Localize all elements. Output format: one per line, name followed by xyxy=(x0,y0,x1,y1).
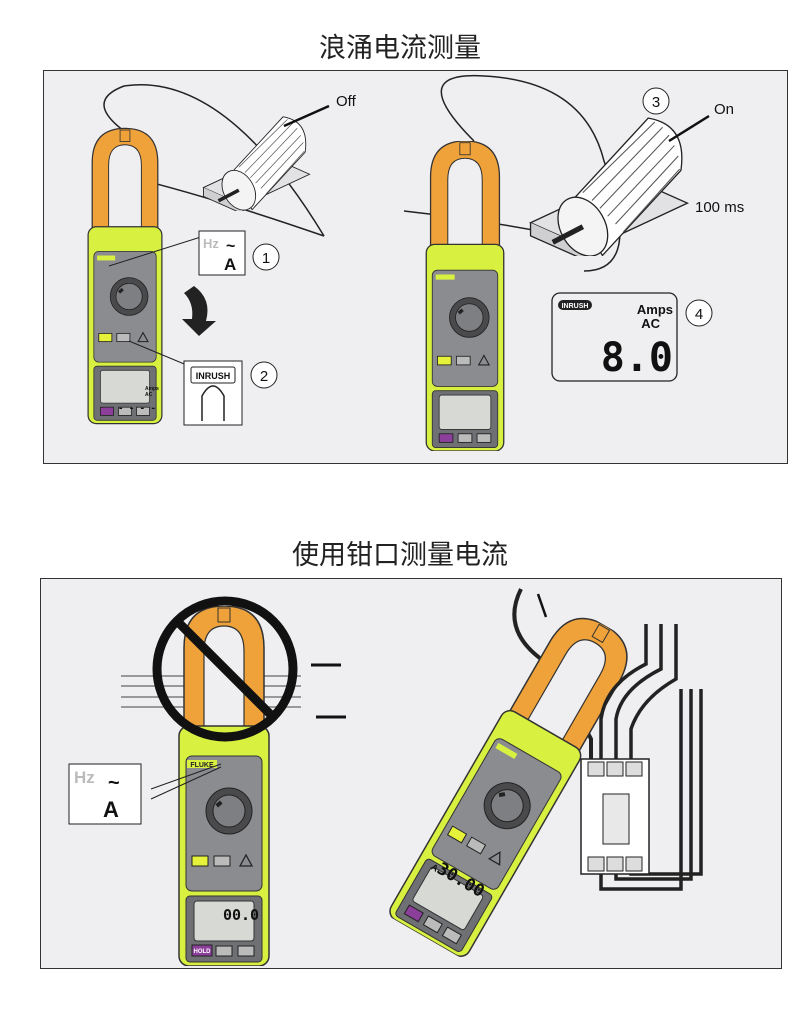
brand-logo: FLUKE xyxy=(190,762,214,769)
function-callout xyxy=(198,230,246,276)
hz-label: Hz xyxy=(74,768,95,787)
hz-label: Hz xyxy=(203,236,219,251)
step-number: 1 xyxy=(262,250,270,267)
lcd-reading: 00.0 xyxy=(223,906,259,924)
motor-on xyxy=(531,118,688,265)
lcd-unit: Amps xyxy=(637,302,673,317)
step-3-marker xyxy=(642,87,670,115)
inrush-button xyxy=(190,366,236,384)
prohibited-icon xyxy=(152,596,298,742)
amps-label: A xyxy=(103,797,119,822)
lcd-reading: - - - - xyxy=(118,404,156,414)
rotate-arrow-icon xyxy=(182,286,216,336)
clamp-meter-left xyxy=(87,127,163,425)
lcd-display-large xyxy=(551,292,678,382)
hold-button-label: HOLD xyxy=(194,949,212,955)
step-1-marker xyxy=(252,243,280,271)
lcd-mode: AC xyxy=(145,392,153,398)
brand-plate xyxy=(187,760,217,768)
lcd-unit: A xyxy=(429,862,440,874)
section-title-inrush: 浪涌电流测量 xyxy=(319,33,481,64)
clamp-meter-right xyxy=(425,141,505,451)
inrush-indicator xyxy=(558,300,592,310)
off-label: Off xyxy=(336,93,357,110)
function-callout xyxy=(68,763,142,825)
ac-tilde: ~ xyxy=(108,772,120,794)
inrush-label: INRUSH xyxy=(196,371,231,381)
lcd-unit: Amps xyxy=(145,386,159,392)
section-title-clamp: 使用钳口测量电流 xyxy=(292,540,508,571)
step-number: 4 xyxy=(695,306,703,323)
arrow-icon xyxy=(283,104,330,128)
clamp-illustration: FLUKE HOLD Hz ~ A 00.0 30.00 A xyxy=(68,588,703,966)
step-2-marker xyxy=(250,361,278,389)
inrush-indicator-label: INRUSH xyxy=(562,303,589,310)
motor-off xyxy=(201,114,312,211)
arrow-down-icon xyxy=(536,593,548,618)
on-label: On xyxy=(714,101,734,118)
amps-label: A xyxy=(224,255,236,274)
inrush-illustration: Off Hz ~ A 1 INRUSH 2 Amps AC - - - - On… xyxy=(87,74,744,451)
lcd-mode: AC xyxy=(641,316,660,331)
duration-label: 100 ms xyxy=(695,199,744,216)
inrush-panel: Off Hz ~ A 1 INRUSH 2 Amps AC - - - - On… xyxy=(43,70,788,464)
hold-button[interactable] xyxy=(191,944,213,957)
finger-icon xyxy=(201,385,225,421)
lcd-reading: 8.0 xyxy=(601,335,673,381)
step-number: 2 xyxy=(260,368,268,385)
step-number: 3 xyxy=(652,94,660,111)
clamp-panel: FLUKE HOLD Hz ~ A 00.0 30.00 A xyxy=(40,578,782,969)
step-4-marker xyxy=(685,299,713,327)
ac-tilde: ~ xyxy=(226,238,235,255)
arrow-icon xyxy=(668,114,710,143)
